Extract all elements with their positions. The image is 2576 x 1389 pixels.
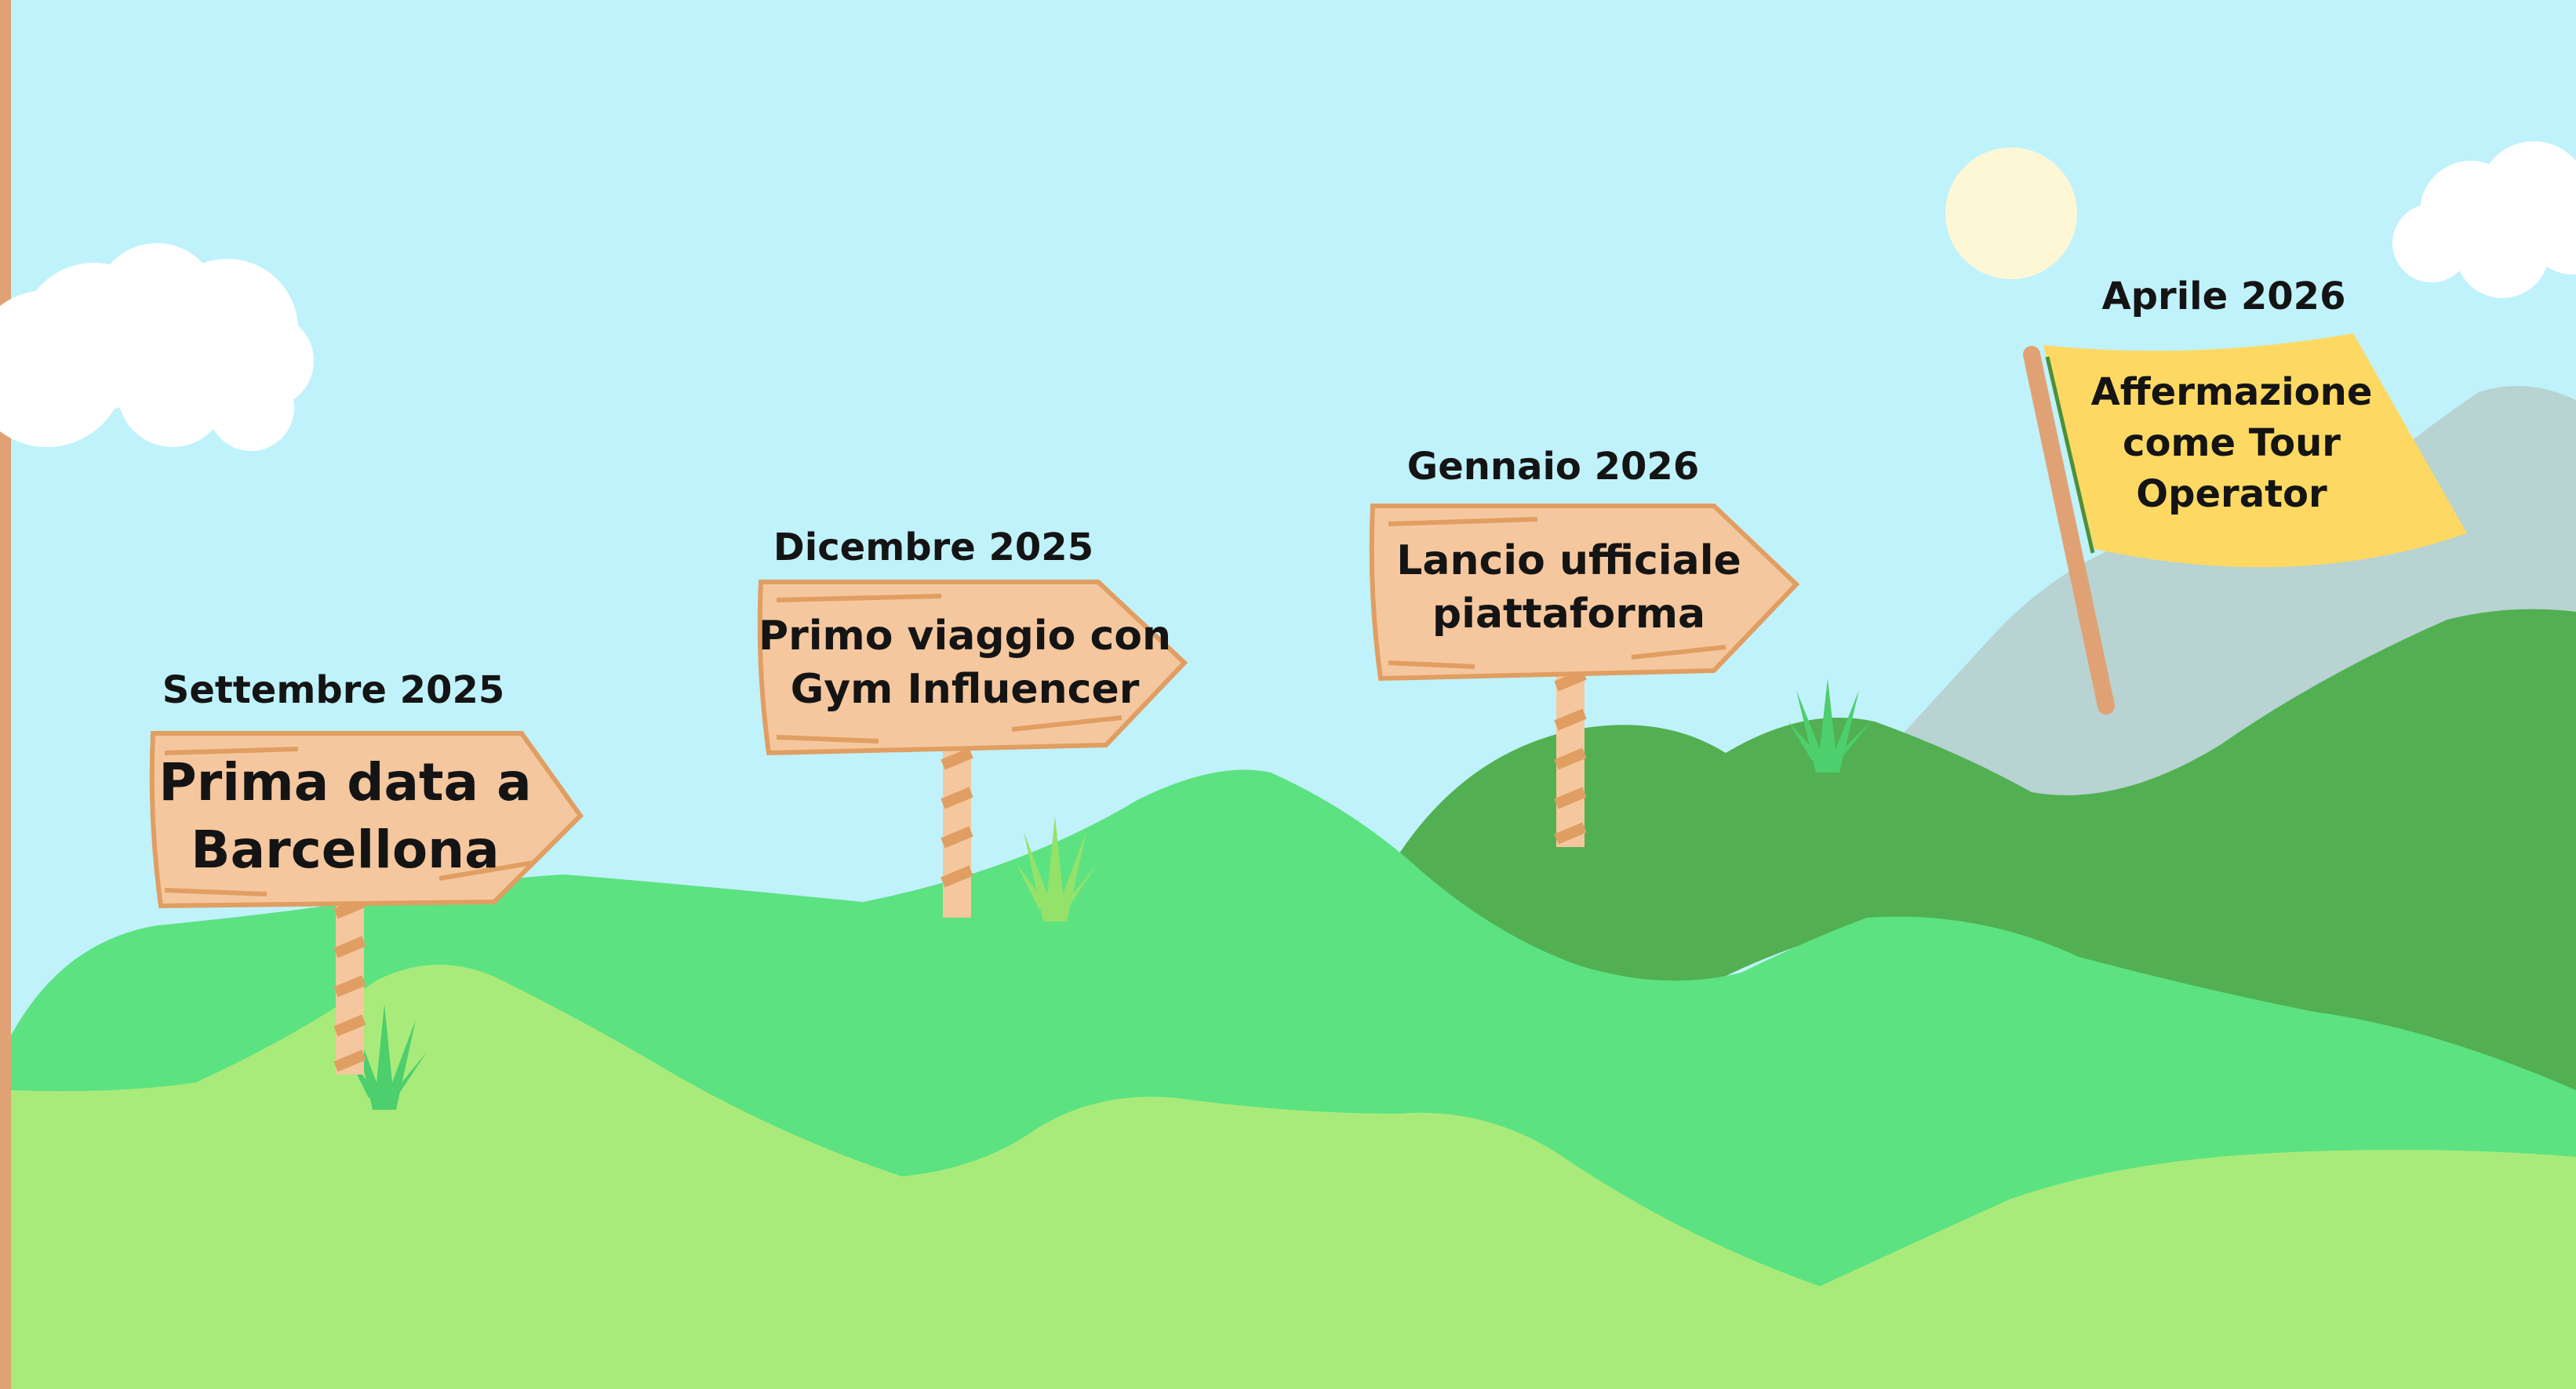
milestone-label-3: Lancio ufficiale piattaforma	[1396, 535, 1741, 641]
flag-pole	[2023, 346, 2115, 714]
sun	[1945, 147, 2077, 279]
flag	[2023, 333, 2467, 714]
milestone-label-line: Primo viaggio con	[758, 613, 1172, 660]
signpost-2	[757, 580, 1188, 918]
milestone-label-line: come Tour	[2123, 420, 2341, 465]
sign-board-1	[149, 731, 584, 909]
signpost-1	[149, 731, 584, 1074]
milestone-date-4: Aprile 2026	[2101, 275, 2346, 318]
milestone-label-line: Lancio ufficiale	[1396, 537, 1741, 584]
signpost-3	[1369, 504, 1800, 847]
milestone-label-line: Prima data a	[158, 752, 532, 813]
flag-banner	[2043, 333, 2467, 568]
milestone-label-4: Affermazione come Tour Operator	[2091, 367, 2373, 519]
milestone-label-line: Affermazione	[2090, 370, 2373, 414]
milestone-date-1: Settembre 2025	[162, 668, 505, 712]
milestone-label-line: piattaforma	[1432, 590, 1706, 638]
sign-board-2	[757, 580, 1188, 756]
milestone-date-3: Gennaio 2026	[1406, 445, 1700, 489]
sign-board-3	[1369, 504, 1800, 682]
milestone-label-line: Barcellona	[191, 819, 500, 880]
grass-tuft	[1016, 816, 1098, 922]
cloud-left	[0, 243, 314, 451]
milestone-label-line: Gym Influencer	[790, 665, 1140, 713]
milestone-label-2: Primo viaggio con Gym Influencer	[759, 610, 1171, 716]
front-hill	[11, 965, 2576, 1389]
grass-tuft	[1788, 678, 1871, 773]
milestone-label-1: Prima data a Barcellona	[158, 749, 531, 884]
dark-hill	[1388, 609, 2576, 1098]
milestone-date-2: Dicembre 2025	[773, 525, 1094, 569]
milestone-label-line: Operator	[2136, 471, 2327, 516]
cloud-right	[2392, 141, 2576, 298]
